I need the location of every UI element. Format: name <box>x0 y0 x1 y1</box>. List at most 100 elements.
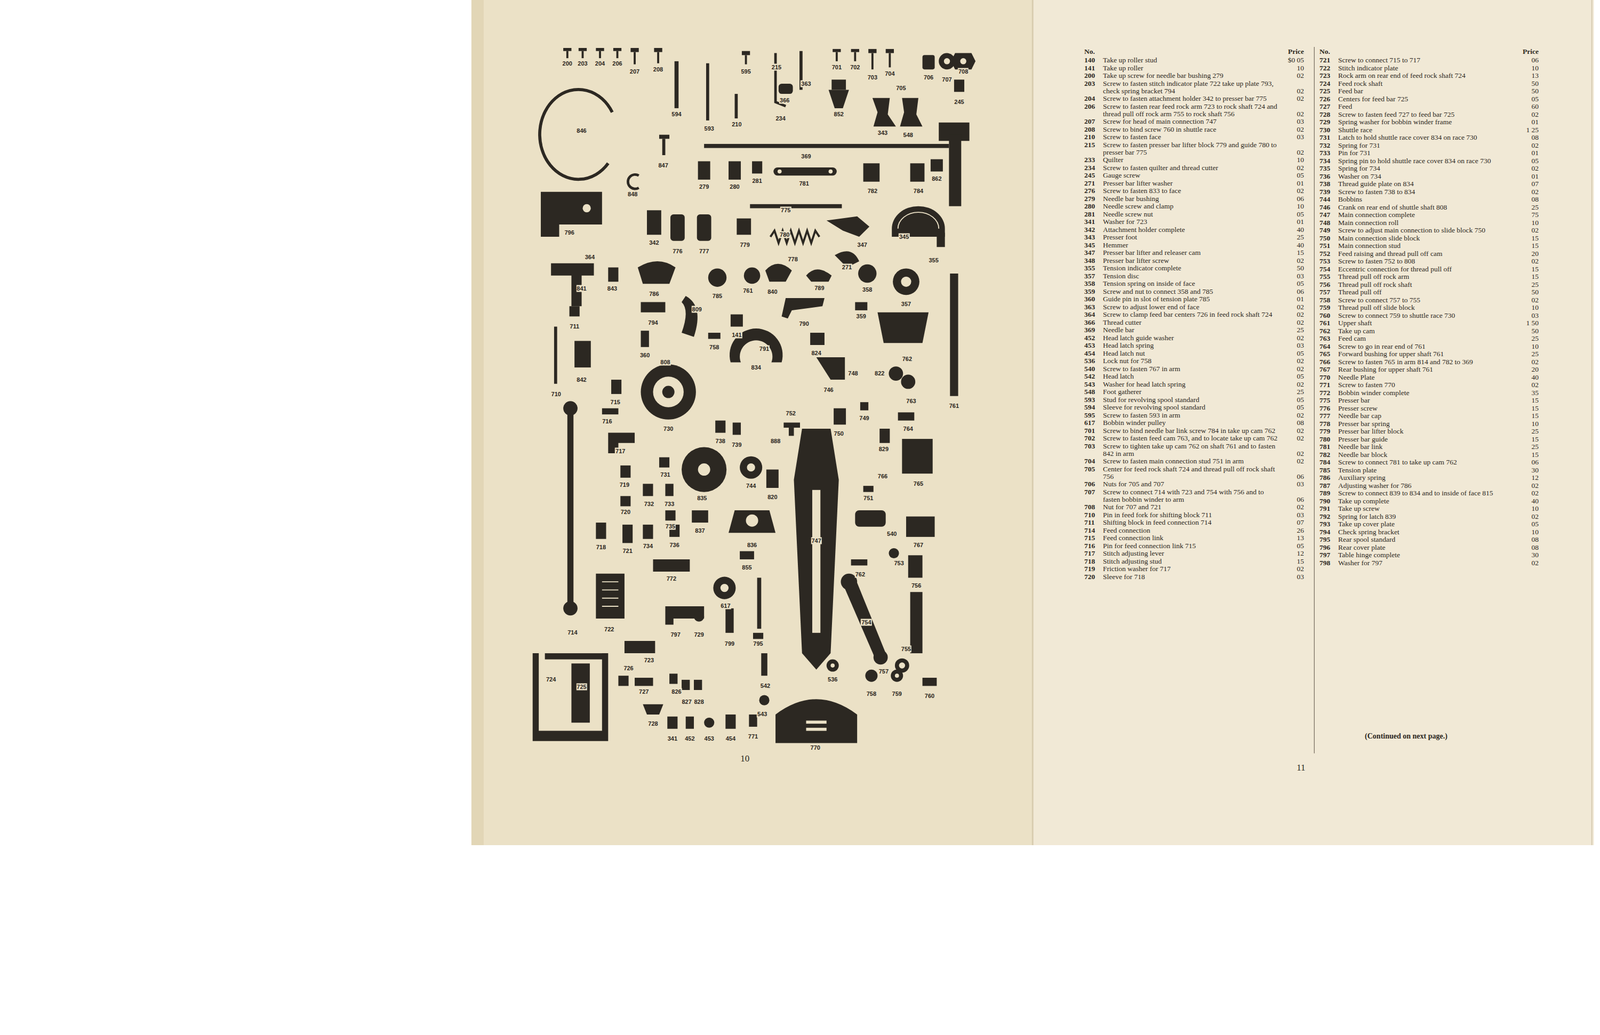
part-price: 02 <box>1297 148 1305 157</box>
part-number: 784 <box>1319 458 1331 467</box>
column-header: No. <box>1319 48 1331 56</box>
part-description: Feed raising and thread pull off cam <box>1338 250 1516 258</box>
part-number: 786 <box>1319 474 1331 482</box>
part-number: 716 <box>1084 542 1095 550</box>
part-number: 210 <box>1084 133 1095 141</box>
callout-number: 846 <box>576 126 587 134</box>
part-description: Screw to fasten rear feed rock arm 723 t… <box>1102 102 1280 118</box>
left-page <box>471 0 1035 846</box>
parts-drawing <box>532 48 976 744</box>
part-description: Needle bar link <box>1338 443 1516 451</box>
callout-number: 862 <box>931 174 942 182</box>
part-description: Screw to fasten feed 727 to feed bar 725 <box>1338 110 1516 119</box>
column-header: Price <box>1522 48 1539 56</box>
part-number: 347 <box>1084 249 1095 257</box>
part-description: Shuttle race <box>1338 126 1516 134</box>
part-price: 02 <box>1531 141 1540 150</box>
part-number: 711 <box>1084 518 1095 527</box>
part-price: 50 <box>1531 288 1540 296</box>
part-number: 279 <box>1084 195 1095 203</box>
callout-number: 852 <box>833 110 845 118</box>
part-number: 233 <box>1084 156 1095 164</box>
part-price: 03 <box>1297 272 1305 280</box>
part-description: Presser bar lifter screw <box>1102 257 1280 265</box>
callout-number: 764 <box>902 425 914 432</box>
callout-number: 594 <box>670 110 682 118</box>
part-price: 02 <box>1531 559 1540 567</box>
callout-number: 752 <box>785 409 797 417</box>
part-number: 701 <box>1084 427 1095 435</box>
callout-number: 758 <box>866 690 877 698</box>
callout-number: 824 <box>810 349 822 357</box>
part-description: Main connection stud <box>1338 242 1516 250</box>
callout-number: 835 <box>696 494 708 502</box>
part-description: Screw to fasten quilter and thread cutte… <box>1102 164 1280 172</box>
page-edge <box>1591 0 1593 846</box>
part-description: Spring washer for bobbin winder frame <box>1338 118 1516 126</box>
callout-number: 746 <box>822 386 834 394</box>
part-description: Spring for 734 <box>1338 164 1516 173</box>
part-price: 10 <box>1297 156 1305 164</box>
part-description: Rear cover plate <box>1338 544 1516 552</box>
part-number: 739 <box>1319 188 1331 196</box>
part-price: 08 <box>1297 419 1305 427</box>
part-description: Screw for head of main connection 747 <box>1102 117 1280 126</box>
part-number: 715 <box>1084 534 1095 542</box>
callout-number: 206 <box>611 59 623 67</box>
callout-number: 210 <box>731 121 742 128</box>
callout-number: 765 <box>913 480 924 487</box>
part-price: 12 <box>1531 474 1540 482</box>
part-price: 25 <box>1531 334 1540 343</box>
callout-number: 754 <box>860 619 872 627</box>
part-number: 787 <box>1319 482 1331 490</box>
part-price: 02 <box>1297 72 1305 80</box>
part-price: 02 <box>1531 226 1540 235</box>
callout-number: 736 <box>668 541 680 549</box>
part-price: 03 <box>1297 133 1305 141</box>
part-price: 02 <box>1531 358 1540 366</box>
part-description: Main connection complete <box>1338 211 1516 219</box>
page-edge <box>471 0 484 846</box>
callout-number: 369 <box>800 152 812 160</box>
callout-number: 704 <box>884 69 895 77</box>
part-price: 15 <box>1531 412 1540 420</box>
callout-number: 595 <box>740 67 751 75</box>
part-price: 02 <box>1531 381 1540 389</box>
part-number: 738 <box>1319 180 1331 188</box>
part-price: 01 <box>1297 295 1305 303</box>
part-description: Screw to fasten presser bar lifter block… <box>1102 141 1280 157</box>
part-price: 50 <box>1531 87 1540 95</box>
part-number: 728 <box>1319 110 1331 119</box>
callout-number: 708 <box>957 67 969 75</box>
part-price: 10 <box>1531 64 1540 72</box>
callout-number: 725 <box>576 683 587 691</box>
part-description: Head latch guide washer <box>1102 334 1280 342</box>
part-description: Presser bar guide <box>1338 435 1516 444</box>
part-price: 03 <box>1297 511 1305 519</box>
part-price: 02 <box>1297 365 1305 373</box>
part-number: 752 <box>1319 250 1331 258</box>
part-description: Spring for latch 839 <box>1338 513 1516 521</box>
callout-number: 734 <box>642 542 654 550</box>
part-price: 35 <box>1531 389 1540 397</box>
part-price: 03 <box>1297 573 1305 581</box>
part-price: 05 <box>1531 520 1540 528</box>
callout-number: 542 <box>760 682 771 690</box>
part-description: Thread pull off rock arm <box>1338 273 1516 281</box>
callout-number: 280 <box>729 183 740 191</box>
part-price: 02 <box>1297 187 1305 195</box>
callout-number: 718 <box>595 543 607 551</box>
callout-number: 797 <box>669 631 681 639</box>
part-price: 02 <box>1297 125 1305 134</box>
part-price: 08 <box>1531 536 1540 544</box>
part-description: Nut for 707 and 721 <box>1102 503 1280 511</box>
callout-number: 345 <box>898 233 910 240</box>
part-price: 15 <box>1531 273 1540 281</box>
part-price: 50 <box>1531 80 1540 88</box>
part-number: 617 <box>1084 419 1095 427</box>
callout-number: 785 <box>712 292 723 300</box>
part-number: 215 <box>1084 141 1095 149</box>
part-number: 452 <box>1084 334 1095 342</box>
part-description: Main connection roll <box>1338 219 1516 227</box>
part-description: Foot gatherer <box>1102 388 1280 396</box>
